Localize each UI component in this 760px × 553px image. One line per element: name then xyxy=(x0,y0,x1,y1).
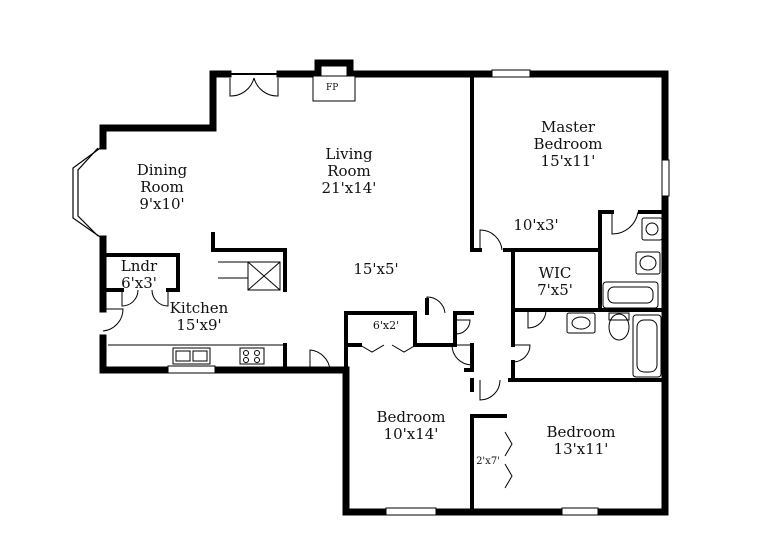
living-size: 21'x14' xyxy=(321,179,377,197)
bay-window xyxy=(72,145,104,240)
bedroom3-name: Bedroom xyxy=(546,423,616,441)
stair-box xyxy=(218,261,281,291)
exterior-walls xyxy=(99,59,669,516)
kitchen-size: 15'x9' xyxy=(176,316,222,334)
master-hall-label: 10'x3' xyxy=(513,217,558,234)
bedroom3-label: Bedroom 13'x11' xyxy=(547,424,616,458)
windows xyxy=(167,69,670,516)
wic-label: WIC 7'x5' xyxy=(537,265,573,299)
living-room-label: Living Room 21'x14' xyxy=(322,146,377,197)
master-name: Master Bedroom xyxy=(533,118,603,153)
fireplace-label: FP xyxy=(326,83,339,93)
bath-fixtures xyxy=(566,217,663,378)
fireplace xyxy=(312,75,356,102)
dining-room-label: Dining Room 9'x10' xyxy=(137,162,188,213)
master-hall-size: 10'x3' xyxy=(513,216,559,234)
front-door[interactable] xyxy=(228,73,280,97)
dining-size: 9'x10' xyxy=(139,195,185,213)
hall-size: 15'x5' xyxy=(353,260,399,278)
wic-name: WIC xyxy=(538,264,572,282)
laundry-size: 6'x3' xyxy=(121,274,157,292)
hall-label: 15'x5' xyxy=(353,261,398,278)
bedroom3-size: 13'x11' xyxy=(553,440,609,458)
closet-size: 6'x2' xyxy=(372,319,400,332)
living-name: Living Room xyxy=(325,145,373,180)
closet2-label: 2'x7' xyxy=(476,456,500,468)
master-size: 15'x11' xyxy=(540,152,596,170)
interior-walls xyxy=(101,72,667,514)
laundry-label: Lndr 6'x3' xyxy=(121,258,157,292)
bedroom2-name: Bedroom xyxy=(376,408,446,426)
master-bedroom-label: Master Bedroom 15'x11' xyxy=(534,119,603,170)
bedroom2-label: Bedroom 10'x14' xyxy=(377,409,446,443)
kitchen-counter xyxy=(108,344,285,365)
closet-label: 6'x2' xyxy=(373,319,399,332)
closet2-size: 2'x7' xyxy=(476,456,500,467)
bedroom2-size: 10'x14' xyxy=(383,425,439,443)
kitchen-name: Kitchen xyxy=(169,299,229,317)
kitchen-label: Kitchen 15'x9' xyxy=(170,300,229,334)
dining-name: Dining Room xyxy=(136,161,188,196)
laundry-name: Lndr xyxy=(120,257,158,275)
wic-size: 7'x5' xyxy=(537,281,573,299)
doors[interactable] xyxy=(102,211,639,489)
